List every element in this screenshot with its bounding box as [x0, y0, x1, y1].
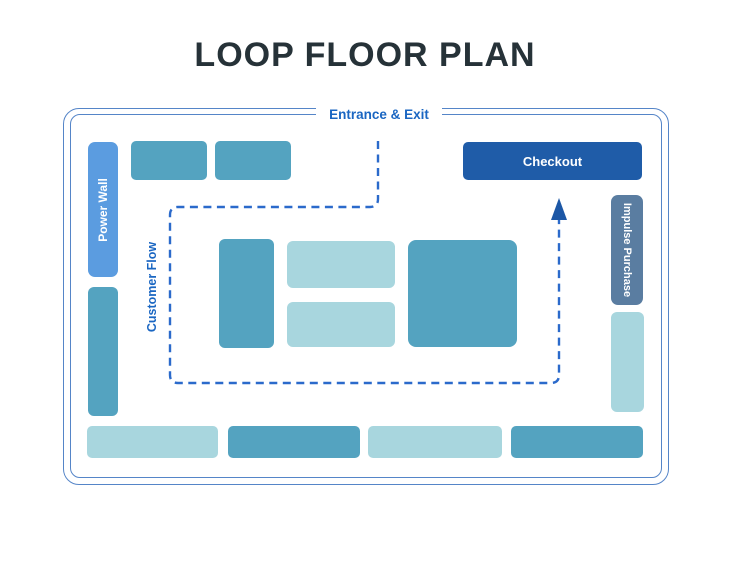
shelf-left-wall: [88, 287, 118, 416]
checkout-label: Checkout: [522, 153, 583, 169]
shelf-center-vertical: [219, 239, 274, 348]
shelf-right-wall: [611, 312, 644, 412]
power-wall-zone: Power Wall: [88, 142, 118, 277]
impulse-purchase-label: Impulse Purchase: [621, 202, 633, 298]
customer-flow-label: Customer Flow: [145, 241, 159, 333]
shelf-bottom-4: [511, 426, 643, 458]
shelf-center-large: [408, 240, 517, 347]
shelf-top-left-1: [131, 141, 207, 180]
shelf-bottom-3: [368, 426, 502, 458]
entrance-exit-label: Entrance & Exit: [316, 101, 442, 128]
page-title: LOOP FLOOR PLAN: [194, 36, 536, 74]
shelf-bottom-2: [228, 426, 360, 458]
shelf-top-left-2: [215, 141, 291, 180]
checkout-zone: Checkout: [463, 142, 642, 180]
impulse-purchase-zone: Impulse Purchase: [611, 195, 643, 305]
shelf-center-upper: [287, 241, 395, 288]
power-wall-label: Power Wall: [96, 177, 110, 242]
shelf-center-lower: [287, 302, 395, 347]
shelf-bottom-1: [87, 426, 218, 458]
